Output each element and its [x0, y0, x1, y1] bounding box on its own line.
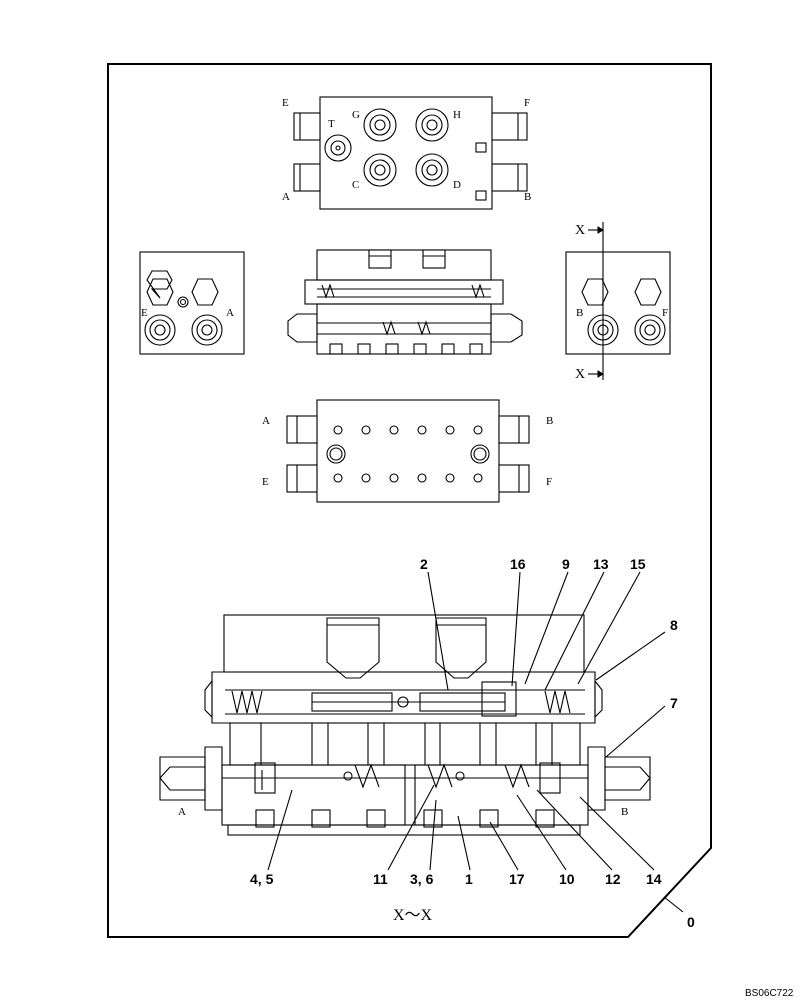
top-view: E F T G H C D A B [282, 96, 531, 210]
callout-12: 12 [605, 871, 621, 887]
bottom-view: A B E F [262, 399, 553, 503]
bottom-view-holes [333, 425, 483, 483]
callout-7: 7 [670, 695, 678, 711]
top-label-E: E [282, 97, 289, 109]
callout-9: 9 [562, 556, 570, 572]
callout-15: 15 [630, 556, 646, 572]
section-label-A: A [178, 806, 186, 818]
bottom-label-B: B [546, 415, 553, 427]
callout-3-6: 3, 6 [410, 871, 434, 887]
callout-1: 1 [465, 871, 473, 887]
section-x-x: A B X～X [159, 614, 651, 924]
figure-code: BS06C722 [745, 988, 794, 999]
bottom-label-A: A [262, 415, 270, 427]
right-end-view: X X B F [565, 222, 671, 382]
top-view-body [319, 96, 493, 210]
callout-13: 13 [593, 556, 609, 572]
callout-10: 10 [559, 871, 575, 887]
section-title: X～X [393, 907, 433, 924]
bottom-label-E: E [262, 476, 269, 488]
top-label-B: B [524, 191, 531, 203]
right-label-X-top: X [575, 223, 585, 238]
left-label-A: A [226, 307, 234, 319]
leader-lines [267, 571, 684, 913]
section-label-B: B [621, 806, 628, 818]
top-label-T: T [328, 118, 335, 130]
right-label-X-bottom: X [575, 367, 585, 382]
callout-4-5: 4, 5 [250, 871, 274, 887]
callout-14: 14 [646, 871, 662, 887]
front-view [287, 249, 523, 355]
top-label-D: D [453, 179, 461, 191]
drawing-frame [107, 63, 712, 938]
callout-17: 17 [509, 871, 525, 887]
top-label-A: A [282, 191, 290, 203]
bottom-label-F: F [546, 476, 552, 488]
top-label-C: C [352, 179, 359, 191]
callout-16: 16 [510, 556, 526, 572]
callout-2: 2 [420, 556, 428, 572]
top-label-G: G [352, 109, 360, 121]
left-label-E: E [141, 307, 148, 319]
top-label-F: F [524, 97, 530, 109]
top-label-H: H [453, 109, 461, 121]
right-label-F: F [662, 307, 668, 319]
callout-8: 8 [670, 617, 678, 633]
callout-11: 11 [373, 871, 388, 887]
callout-0: 0 [687, 914, 695, 930]
callouts: 2 16 9 13 15 8 7 4, 5 11 3, 6 1 17 10 12… [250, 556, 695, 930]
right-label-B: B [576, 307, 583, 319]
left-end-view: E A [139, 251, 245, 355]
